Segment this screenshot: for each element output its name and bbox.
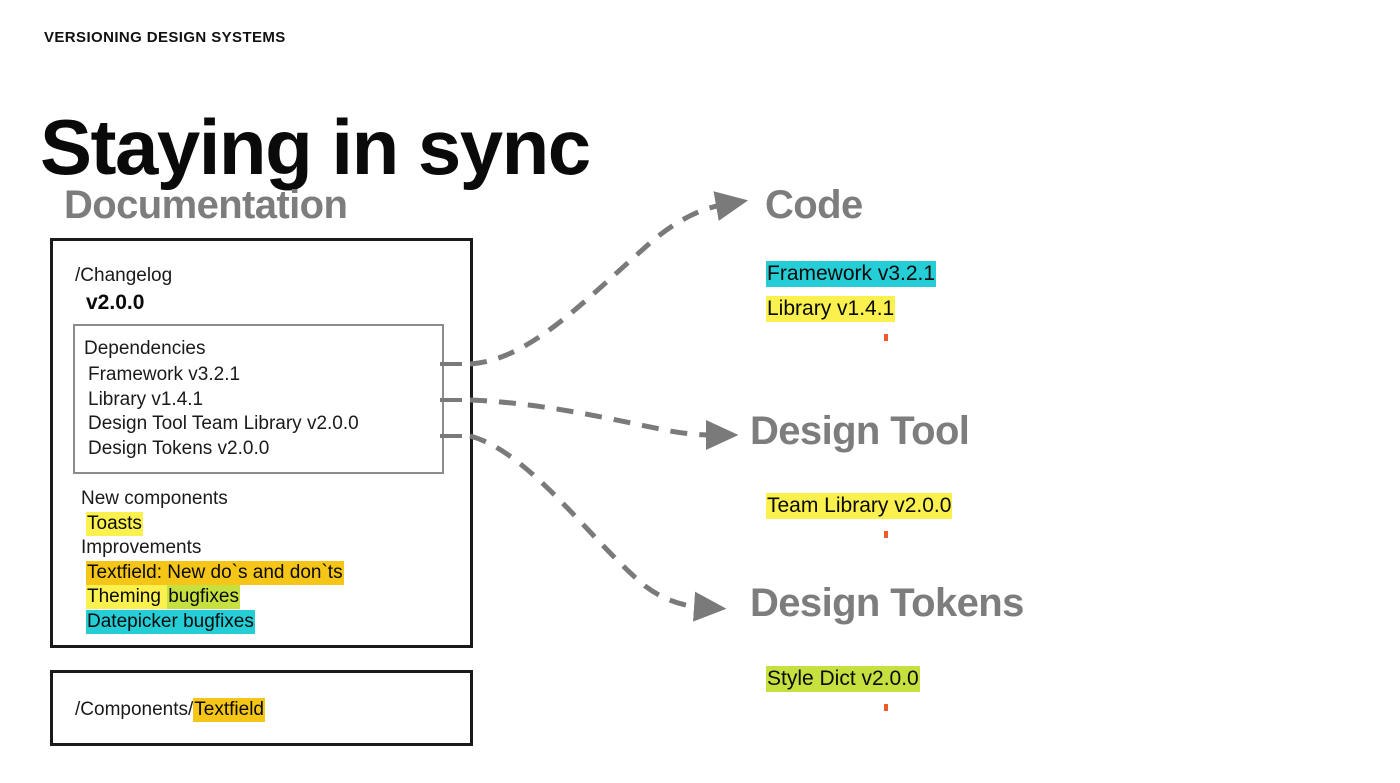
change-entry-highlight: Datepicker bugfixes (86, 609, 255, 634)
components-path-highlight: Textfield (193, 698, 265, 722)
components-path: /Components/Textfield (75, 698, 265, 722)
target-item: Style Dict v2.0.0 (766, 661, 920, 696)
design-tokens-item-list: Style Dict v2.0.0 (766, 661, 920, 696)
target-item-highlight: Library v1.4.1 (766, 296, 896, 322)
change-entry: Datepicker bugfixes (81, 609, 441, 635)
dependency-item: Design Tool Team Library v2.0.0 (88, 413, 359, 434)
dependency-item: Design Tokens v2.0.0 (88, 437, 270, 459)
change-entry-highlight: Textfield: New do`s and don`ts (86, 560, 344, 585)
marker-dot-design-tokens (884, 704, 888, 711)
heading-design-tokens: Design Tokens (750, 581, 1024, 625)
arrow-to-design-tool (469, 397, 739, 450)
target-item: Team Library v2.0.0 (766, 488, 953, 523)
dependencies-title: Dependencies (84, 338, 206, 359)
change-entry: Textfield: New do`s and don`ts (81, 560, 441, 586)
change-entry-highlight: Theming (86, 585, 168, 609)
dependency-item: Framework v3.2.1 (88, 364, 241, 385)
design-tool-item-list: Team Library v2.0.0 (766, 488, 953, 523)
change-entry: Toasts (81, 511, 441, 537)
changelog-panel: /Changelog v2.0.0 Dependencies Framework… (50, 238, 473, 648)
components-path-prefix: /Components/ (75, 699, 194, 720)
change-entry: Theming bugfixes (81, 585, 441, 610)
marker-dot-design-tool (884, 531, 888, 538)
target-item: Library v1.4.1 (766, 291, 936, 326)
heading-documentation: Documentation (64, 183, 348, 227)
components-panel: /Components/Textfield (50, 670, 473, 746)
target-item: Framework v3.2.1 (766, 256, 937, 291)
connector-stub-design-tokens (440, 434, 462, 438)
page-title: Staying in sync (40, 103, 591, 192)
changelog-path: /Changelog (75, 265, 173, 286)
target-item-highlight: Framework v3.2.1 (766, 261, 937, 287)
target-item-highlight: Team Library v2.0.0 (766, 493, 953, 519)
connector-stub-design-tool (440, 398, 462, 402)
eyebrow-label: VERSIONING DESIGN SYSTEMS (44, 29, 286, 46)
arrow-to-design-tokens (469, 433, 727, 622)
target-item-highlight: Style Dict v2.0.0 (766, 666, 920, 692)
change-entry-highlight: bugfixes (167, 585, 240, 609)
heading-design-tool: Design Tool (750, 409, 970, 453)
connector-stub-code (440, 362, 462, 366)
marker-dot-code (884, 334, 888, 341)
dependency-item: Library v1.4.1 (88, 388, 204, 410)
change-section-label: New components (81, 488, 228, 509)
change-section-label: Improvements (81, 537, 202, 558)
arrow-to-code (469, 191, 749, 367)
heading-code: Code (765, 183, 863, 227)
changelog-version: v2.0.0 (86, 291, 145, 314)
change-entry-highlight: Toasts (86, 511, 143, 536)
